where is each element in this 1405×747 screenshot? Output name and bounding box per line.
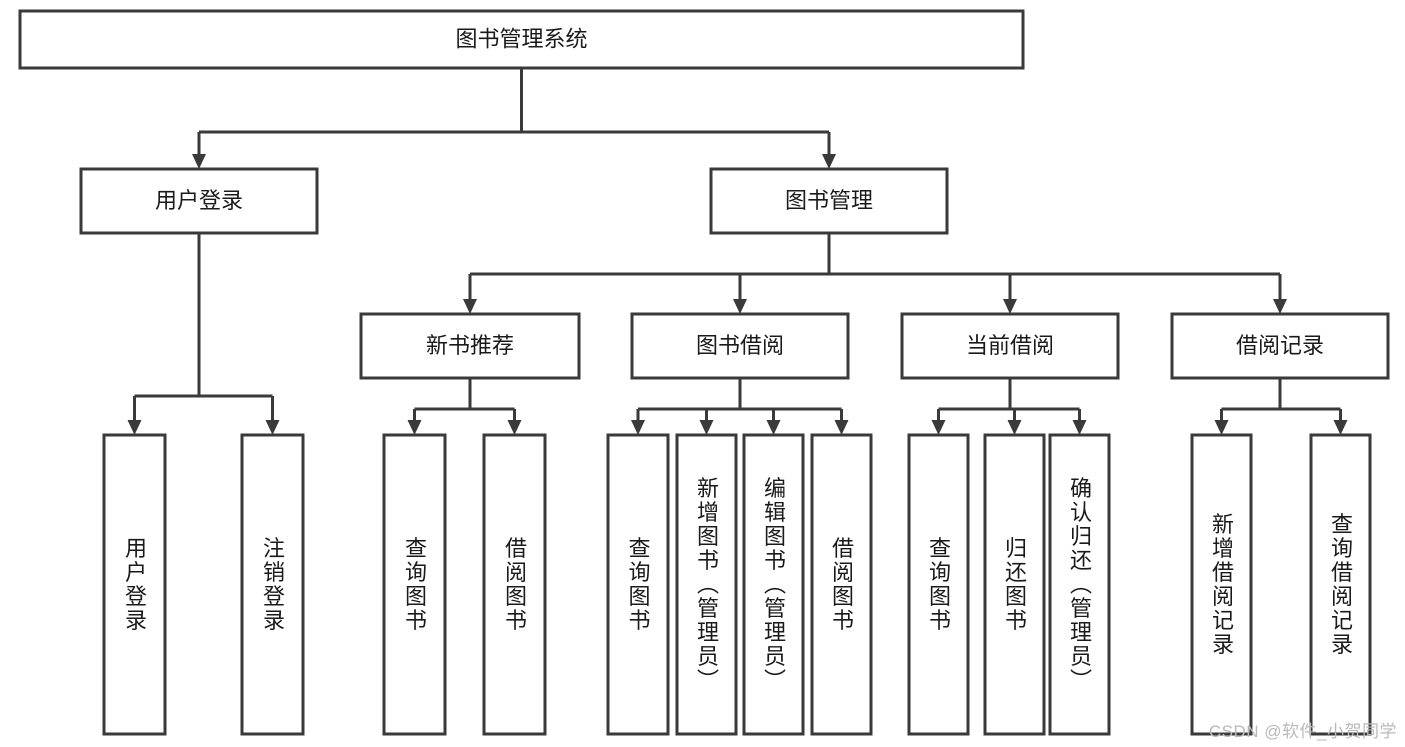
node-box [1190, 433, 1253, 736]
node-label: 新书推荐 [426, 333, 514, 358]
arrow-head [1333, 420, 1348, 435]
arrow-head [1273, 299, 1287, 314]
node-label: 当前借阅 [966, 333, 1054, 358]
node-leaf-12[interactable]: 查询借阅记录 [1309, 433, 1372, 736]
arrow-head [766, 420, 781, 435]
node-box [810, 433, 873, 736]
node-label: 新增图书（管理员） [694, 477, 719, 693]
node-box [482, 433, 547, 736]
node-label: 用户登录 [155, 188, 243, 213]
node-box [983, 433, 1046, 736]
arrow-head [127, 420, 142, 435]
node-leaf-11[interactable]: 新增借阅记录 [1190, 433, 1253, 736]
arrow-head [192, 154, 206, 169]
arrow-head [834, 420, 849, 435]
node-box [675, 433, 738, 736]
node-box [1170, 312, 1390, 380]
node-box [382, 433, 447, 736]
node-box [79, 167, 319, 235]
node-label: 注销登录 [260, 537, 285, 633]
node-leaf-10[interactable]: 确认归还（管理员） [1048, 433, 1111, 736]
node-leaf-6[interactable]: 编辑图书（管理员） [742, 433, 805, 736]
node-box [359, 312, 581, 380]
node-leaf-8[interactable]: 查询图书 [907, 433, 970, 736]
node-label: 归还图书 [1002, 537, 1027, 633]
boxes-layer: 图书管理系统用户登录图书管理新书推荐图书借阅当前借阅借阅记录用户登录注销登录查询… [18, 9, 1390, 736]
node-label: 借阅图书 [829, 537, 854, 633]
arrow-head [1007, 420, 1022, 435]
node-box [18, 9, 1025, 70]
arrow-head [407, 420, 422, 435]
connectors-layer [127, 68, 1348, 435]
node-label: 用户登录 [122, 537, 147, 633]
node-label: 查询图书 [402, 537, 427, 633]
node-label: 图书借阅 [696, 333, 784, 358]
node-label: 编辑图书（管理员） [761, 477, 786, 693]
node-label: 查询图书 [926, 537, 951, 633]
node-level2-0[interactable]: 用户登录 [79, 167, 319, 235]
node-box [1048, 433, 1111, 736]
node-leaf-2[interactable]: 查询图书 [382, 433, 447, 736]
arrow-head [631, 420, 645, 435]
node-box [907, 433, 970, 736]
arrow-head [1003, 299, 1017, 314]
node-leaf-0[interactable]: 用户登录 [102, 433, 167, 736]
arrow-head [507, 420, 522, 435]
node-leaf-9[interactable]: 归还图书 [983, 433, 1046, 736]
arrow-head [733, 299, 747, 314]
node-leaf-7[interactable]: 借阅图书 [810, 433, 873, 736]
arrow-head [931, 420, 946, 435]
node-root-library-system[interactable]: 图书管理系统 [18, 9, 1025, 70]
node-level3-2[interactable]: 当前借阅 [900, 312, 1120, 380]
node-label: 借阅记录 [1236, 333, 1324, 358]
node-box [240, 433, 305, 736]
node-leaf-3[interactable]: 借阅图书 [482, 433, 547, 736]
arrow-head [463, 299, 477, 314]
node-box [1309, 433, 1372, 736]
node-level2-1[interactable]: 图书管理 [709, 167, 949, 235]
node-label: 图书管理 [785, 188, 873, 213]
node-leaf-4[interactable]: 查询图书 [606, 433, 670, 736]
node-label: 图书管理系统 [455, 26, 587, 51]
node-level3-3[interactable]: 借阅记录 [1170, 312, 1390, 380]
node-label: 确认归还（管理员） [1067, 477, 1092, 693]
node-label: 查询借阅记录 [1328, 513, 1353, 657]
node-box [900, 312, 1120, 380]
node-label: 借阅图书 [502, 537, 527, 633]
node-box [630, 312, 850, 380]
node-leaf-5[interactable]: 新增图书（管理员） [675, 433, 738, 736]
arrow-head [699, 420, 714, 435]
node-level3-0[interactable]: 新书推荐 [359, 312, 581, 380]
node-label: 新增借阅记录 [1209, 513, 1234, 657]
node-label: 查询图书 [626, 537, 651, 633]
arrow-head [1072, 420, 1087, 435]
arrow-head [822, 154, 836, 169]
node-box [102, 433, 167, 736]
arrow-head [1214, 420, 1229, 435]
node-box [606, 433, 670, 736]
node-box [742, 433, 805, 736]
node-leaf-1[interactable]: 注销登录 [240, 433, 305, 736]
node-box [709, 167, 949, 235]
node-level3-1[interactable]: 图书借阅 [630, 312, 850, 380]
arrow-head [265, 420, 280, 435]
